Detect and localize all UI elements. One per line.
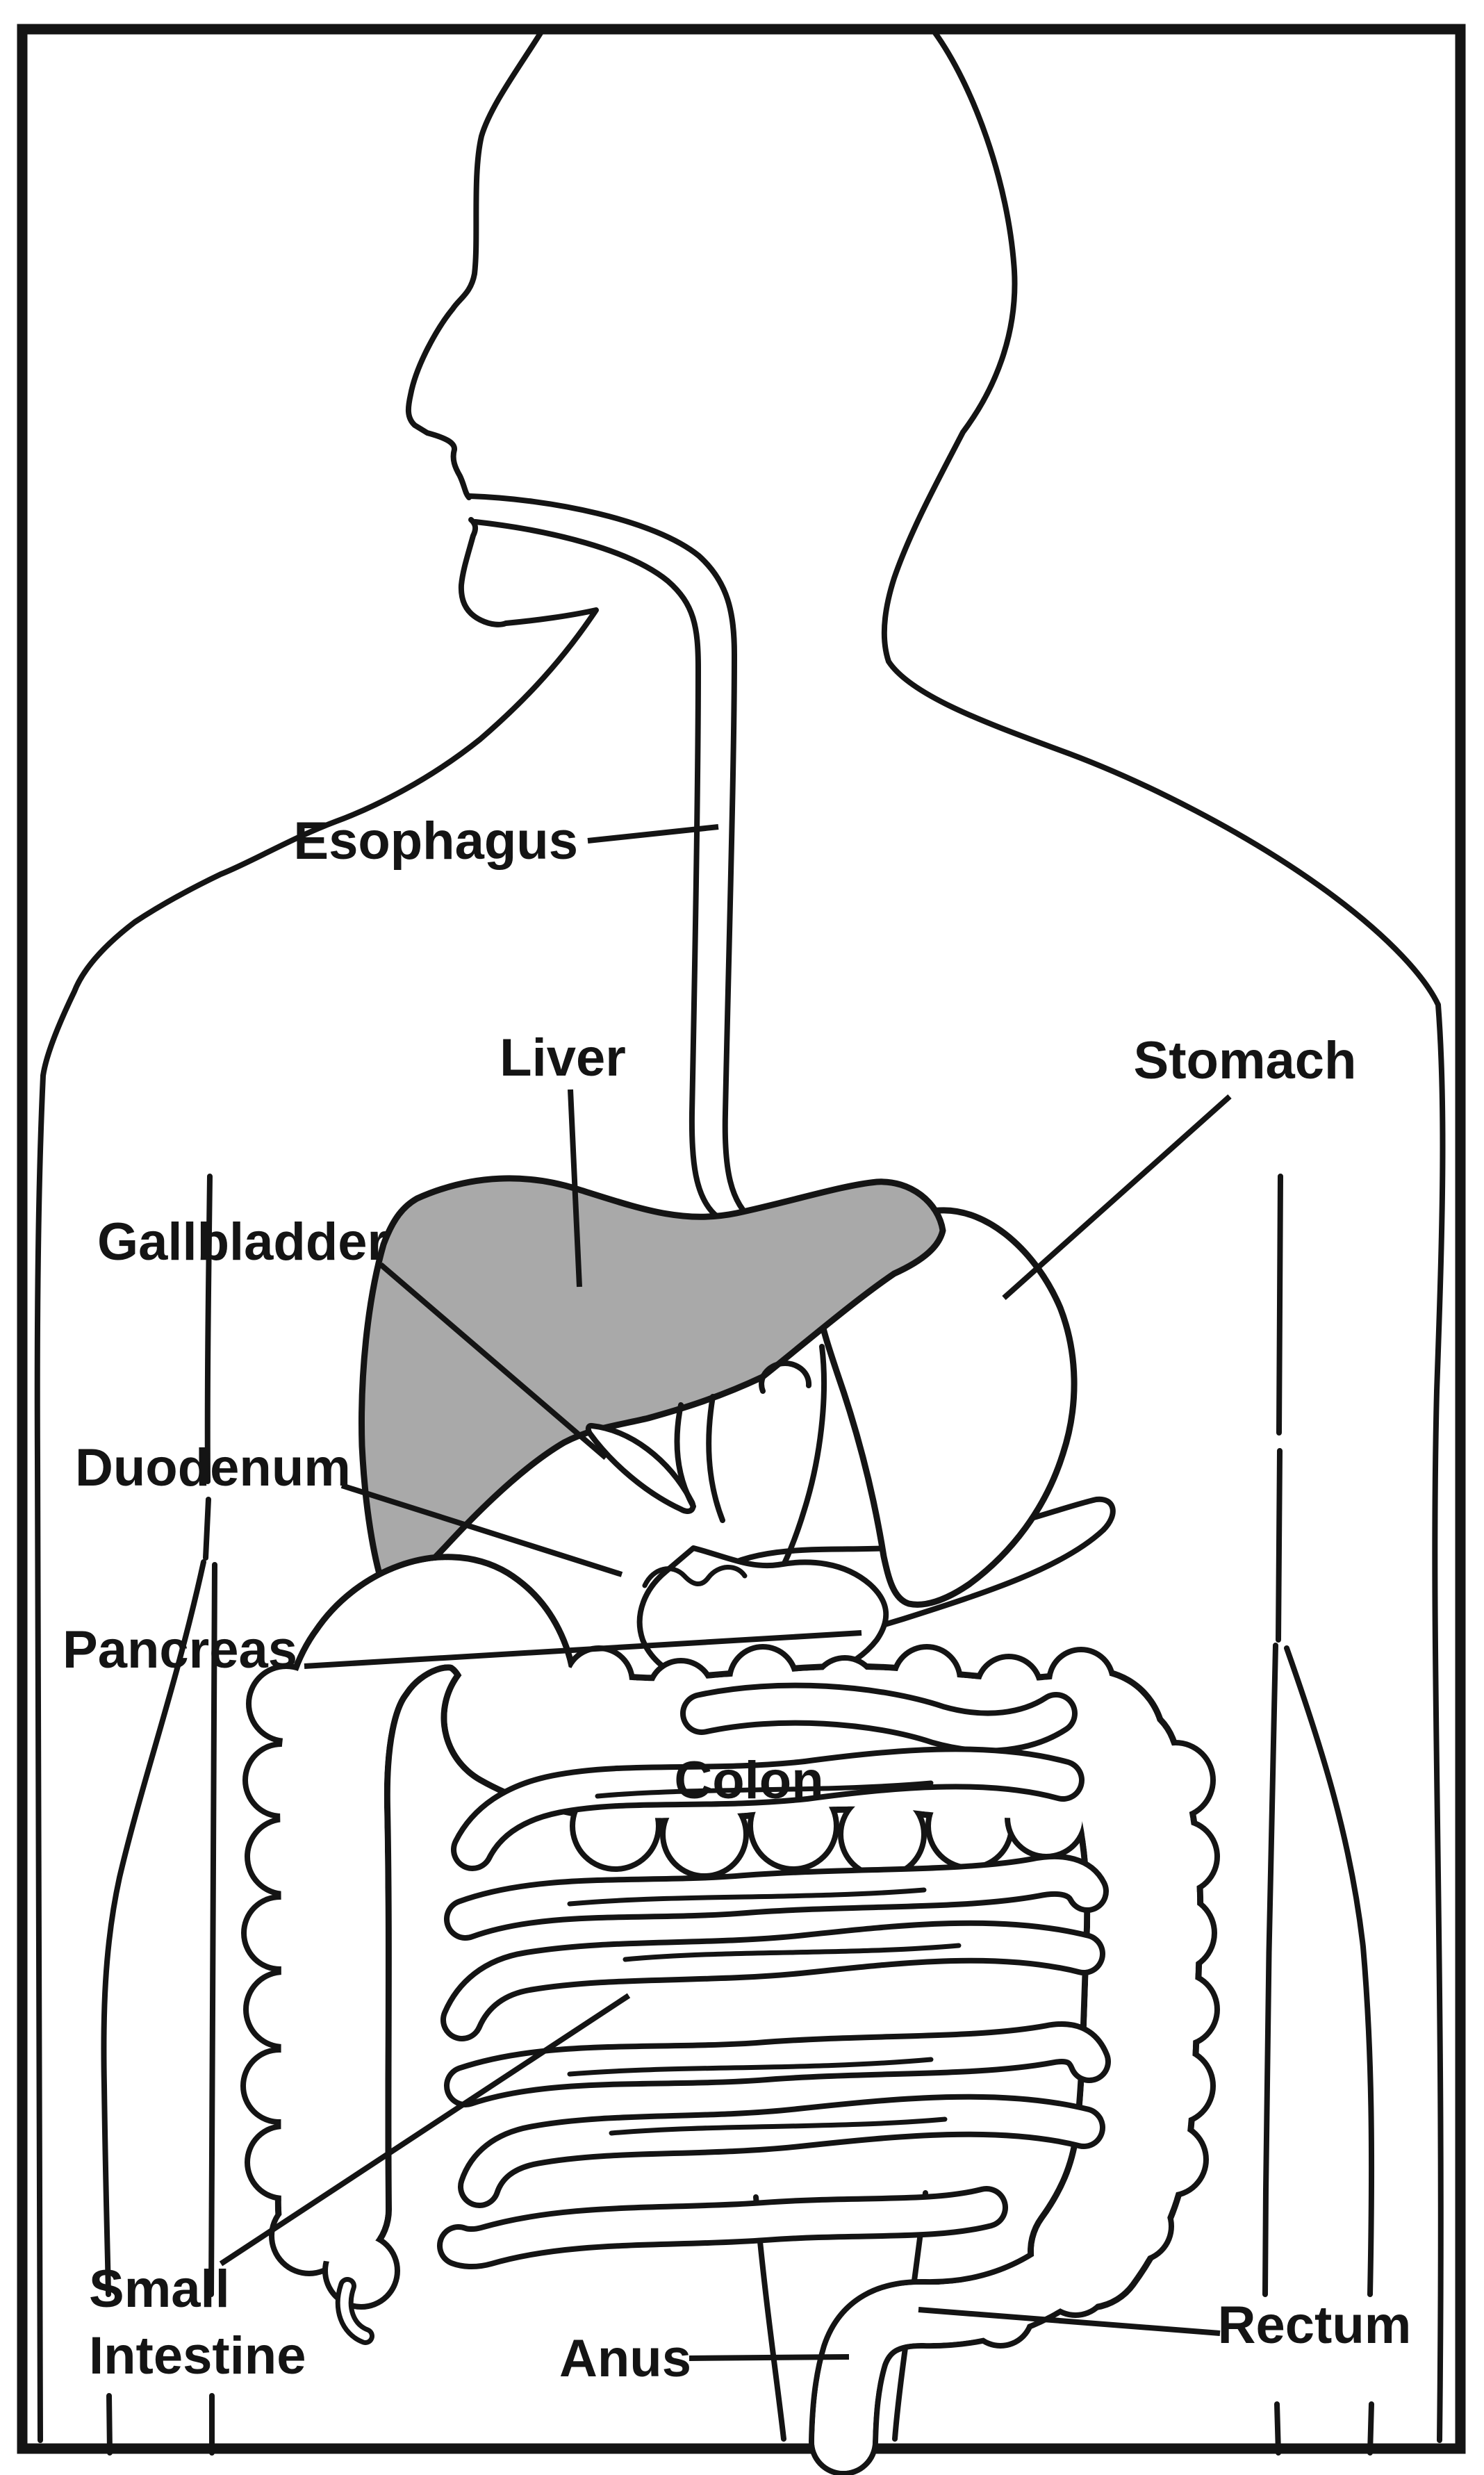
gallbladder-leader-line	[379, 1262, 608, 1461]
right-arm-inner-line	[1276, 1174, 1283, 1436]
coil-row-fill	[456, 1752, 1079, 1866]
cystic-duct-line-1	[674, 1402, 696, 1509]
liver-leader-line	[568, 1089, 582, 1288]
colon-descending-refill	[1034, 1706, 1198, 2305]
body-outline	[34, 29, 1446, 2456]
small-intestine-group	[437, 1682, 1111, 2269]
duodenum-inner-wave-line	[642, 1565, 748, 1588]
duodenum-leader-line	[340, 1483, 623, 1577]
colon-ascending-refill	[279, 1560, 572, 2262]
left-forearm-inner-line	[208, 1562, 217, 2297]
border-frame	[17, 24, 1466, 2454]
fold-line	[567, 2057, 934, 2077]
appendix-fill	[340, 2282, 370, 2340]
coil-row-fill	[443, 2192, 1003, 2264]
colon-sigmoid-rectum-refill	[814, 2222, 1116, 2471]
lower-lip-chin-jaw-outline	[34, 517, 599, 2443]
duodenum-label: Duodenum	[75, 1438, 351, 1497]
coil-row-fill	[686, 1688, 1072, 1748]
gallbladder-label: Gallbladder	[97, 1212, 388, 1272]
liver-label: Liver	[500, 1028, 626, 1087]
esophagus-inner-line	[472, 519, 738, 1231]
stomach-leader-line	[1002, 1094, 1232, 1300]
left-arm-inner-line-lower	[203, 1497, 211, 1561]
esophagus-label: Esophagus	[293, 812, 578, 871]
gallbladder-shape	[585, 1422, 696, 1514]
intestine-coil-rows	[437, 1682, 1111, 2269]
intestine-fold-lines	[567, 1780, 962, 2136]
stomach-label: Stomach	[1134, 1031, 1357, 1090]
gallbladder-and-ducts	[585, 1344, 827, 1584]
common-bile-duct-line	[772, 1344, 827, 1584]
leader-lines	[219, 824, 1232, 2361]
left-forearm-outer-line	[101, 1559, 206, 2297]
small-intestine-2-label: Intestine	[89, 2326, 306, 2385]
pancreas-label: Pancreas	[63, 1620, 297, 1679]
coil-row-fill	[463, 2099, 1100, 2203]
left-leg-tick-outer	[106, 2393, 113, 2456]
fold-line	[609, 2116, 948, 2136]
pancreas-leader-line	[304, 1630, 862, 1669]
anus-label: Anus	[559, 2329, 691, 2388]
esophagus-tube	[467, 493, 782, 1235]
duct-curl-arc	[759, 1360, 812, 1394]
coil-row-fill	[450, 1859, 1103, 1935]
colon-label: Colon	[674, 1751, 823, 1810]
coil-row-fill	[450, 2027, 1105, 2102]
head-back-and-right-side-outline	[881, 29, 1446, 2443]
fold-line	[595, 1780, 934, 1799]
coil-row-fill	[446, 1925, 1100, 2036]
face-and-left-side-outline	[405, 29, 544, 500]
right-forearm-inner-line	[1262, 1643, 1278, 2297]
fold-line	[567, 1887, 927, 1907]
small-intestine-leader-line	[219, 1993, 631, 2267]
left-arm-inner-line	[204, 1174, 213, 1484]
small-intestine-1-label: Small	[89, 2260, 230, 2319]
rectum-leader-line	[918, 2307, 1221, 2336]
right-leg-tick-outer	[1367, 2401, 1374, 2456]
rectum-label: Rectum	[1218, 2296, 1412, 2355]
right-arm-inner-line-lower	[1276, 1448, 1283, 1643]
anus-leader-line	[689, 2354, 850, 2361]
cystic-duct-line-2	[706, 1394, 725, 1523]
fold-line	[623, 1943, 962, 1962]
esophagus-leader-line	[587, 824, 719, 844]
right-leg-tick-inner	[1274, 2401, 1281, 2456]
esophagus-outer-line	[467, 493, 782, 1235]
right-forearm-outer-line	[1284, 1645, 1375, 2297]
